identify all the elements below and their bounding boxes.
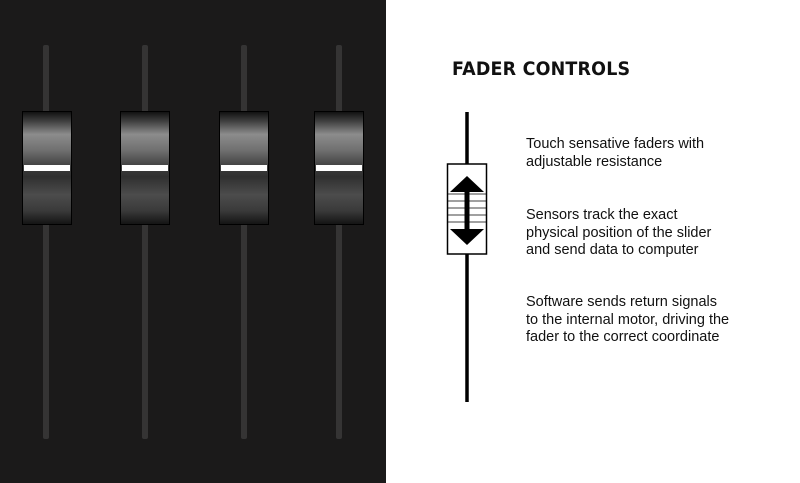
fader-knob[interactable] [219, 111, 269, 225]
description-sensors: Sensors track the exact physical positio… [526, 207, 712, 258]
fader-track [336, 45, 342, 439]
fader-indicator [24, 165, 70, 171]
fader-track [142, 45, 148, 439]
fader-indicator [122, 165, 168, 171]
fader-knob[interactable] [22, 111, 72, 225]
fader-knob[interactable] [314, 111, 364, 225]
fader-knob[interactable] [120, 111, 170, 225]
double-arrow-icon [450, 176, 484, 245]
fader-panel [0, 0, 386, 483]
fader-diagram [446, 112, 488, 402]
fader-indicator [316, 165, 362, 171]
description-software: Software sends return signals to the int… [526, 294, 730, 345]
fader-indicator [221, 165, 267, 171]
fader-track [43, 45, 49, 439]
description-touch: Touch sensative faders with adjustable r… [526, 136, 705, 170]
page-title: FADER CONTROLS [452, 58, 631, 80]
fader-track [241, 45, 247, 439]
